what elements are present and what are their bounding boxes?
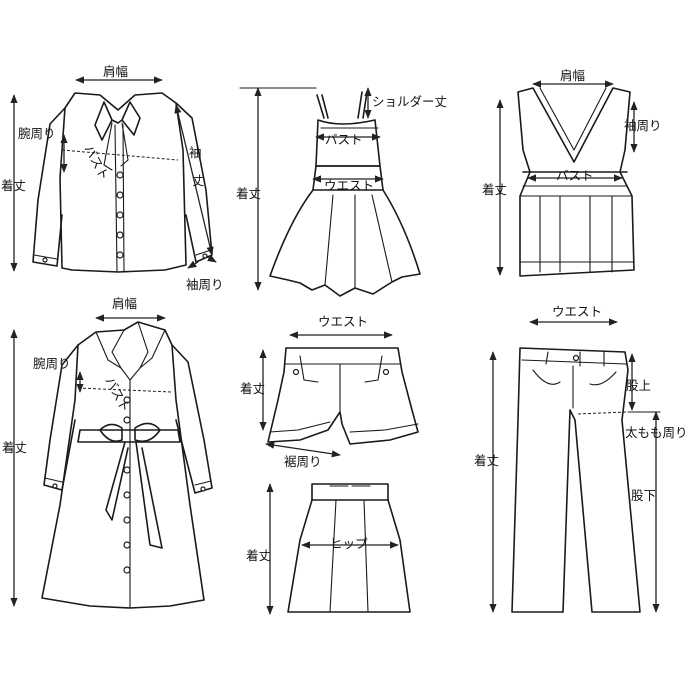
skirt-hip-label: ヒップ xyxy=(330,536,368,551)
dress-illustration xyxy=(269,91,421,297)
blouse-dimensions xyxy=(10,76,217,272)
camisole-dimensions xyxy=(496,80,638,276)
camisole-length-label: 着丈 xyxy=(482,182,507,197)
pants-thigh-label: 太もも周り xyxy=(625,425,688,440)
coat-dimensions xyxy=(10,314,173,607)
coat-illustration xyxy=(41,321,213,609)
pants-rise-label: 股上 xyxy=(626,378,651,393)
shorts-length-label: 着丈 xyxy=(240,381,265,396)
blouse-sleeve-length-label-2: 丈 xyxy=(192,173,205,188)
pants-waist-label: ウエスト xyxy=(552,304,602,319)
camisole-shoulder-width-label: 肩幅 xyxy=(560,68,585,83)
coat-bust-label: バスト xyxy=(102,374,133,414)
coat-length-label: 着丈 xyxy=(2,440,27,455)
shorts-dimensions xyxy=(259,331,393,458)
shorts-hem-label: 裾周り xyxy=(284,454,322,469)
camisole-bust-label: バスト xyxy=(556,168,594,183)
shorts-waist-label: ウエスト xyxy=(318,314,368,329)
pants-inseam-label: 股下 xyxy=(631,488,656,503)
dress-waist-label: ウエスト xyxy=(324,178,374,193)
skirt-illustration xyxy=(287,483,411,613)
blouse-length-label: 着丈 xyxy=(1,178,26,193)
coat-arm-circumference-label: 腕周り xyxy=(33,356,71,371)
blouse-sleeve-length-label-1: 袖 xyxy=(189,145,202,160)
dress-length-label: 着丈 xyxy=(236,186,261,201)
coat-shoulder-width-label: 肩幅 xyxy=(112,296,137,311)
dress-shoulder-strap-label: ショルダー丈 xyxy=(372,94,447,109)
pants-length-label: 着丈 xyxy=(474,453,499,468)
camisole-illustration xyxy=(517,87,635,277)
shorts-illustration xyxy=(267,347,419,445)
pants-illustration xyxy=(511,347,641,613)
skirt-dimensions xyxy=(266,483,399,615)
camisole-armhole-label: 袖周り xyxy=(624,118,662,133)
dress-bust-label: バスト xyxy=(325,132,363,147)
skirt-length-label: 着丈 xyxy=(246,548,271,563)
blouse-cuff-label: 袖周り xyxy=(186,277,224,292)
dress-dimensions xyxy=(239,87,384,291)
blouse-shoulder-width-label: 肩幅 xyxy=(103,64,128,79)
blouse-arm-circumference-label: 腕周り xyxy=(18,126,56,141)
pants-dimensions xyxy=(489,318,661,613)
blouse-illustration xyxy=(32,92,213,273)
